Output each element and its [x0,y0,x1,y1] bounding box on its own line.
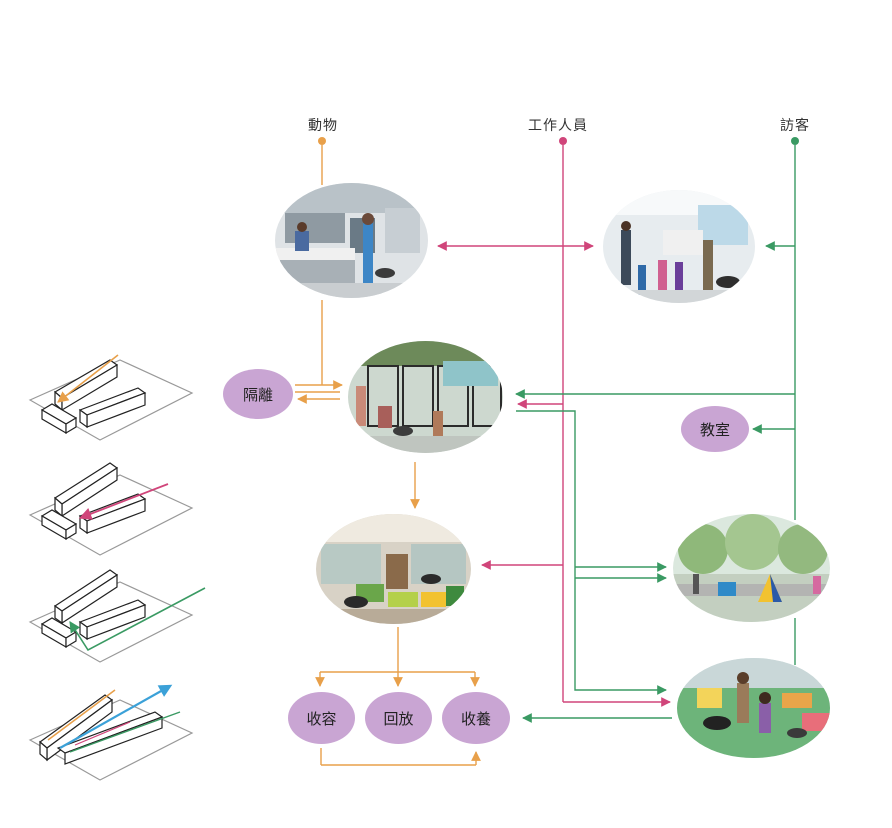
massing-diagram-staff [28,462,194,556]
classroom-node: 教室 [681,406,749,452]
adoption-yard-photo [677,658,830,758]
indoor-play-photo [316,514,471,624]
outdoor-park-photo [673,514,830,622]
animal-flow [295,137,481,766]
massing-diagram-visitors [28,569,206,663]
massing-diagram-combined [28,684,194,781]
release-node: 回放 [365,692,432,744]
header-visitors: 訪客 [780,118,810,134]
lobby-photo [603,190,755,303]
vet-clinic-photo [275,183,428,298]
adoption-node: 收養 [442,692,510,744]
staff-flow [437,137,671,707]
header-staff: 工作人員 [528,118,588,134]
massing-diagram-animals [28,354,194,441]
visitor-flow [515,137,799,723]
kennel-photo [348,341,503,453]
header-animals: 動物 [308,118,338,134]
shelter-node: 收容 [288,692,355,744]
quarantine-node: 隔離 [223,369,293,419]
